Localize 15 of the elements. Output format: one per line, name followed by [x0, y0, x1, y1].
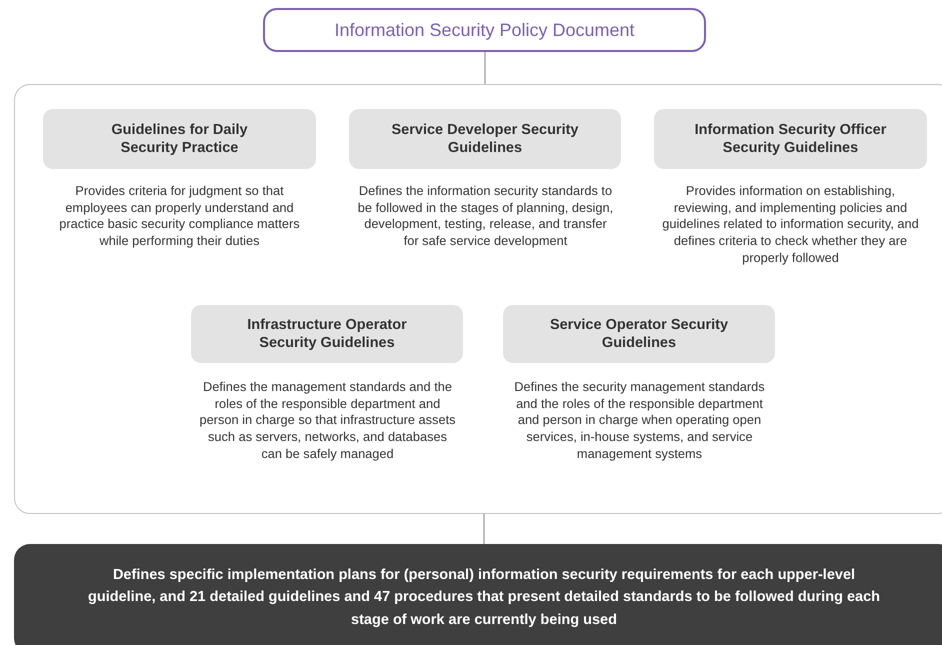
description-text: Defines the management standards and the roles of the responsible department and person in charge so that infrastructure assets such as servers, networks, and databases can be safely managed — [198, 379, 457, 462]
connector-line — [484, 52, 486, 84]
summary-box: Defines specific implementation plans for (personal) information security requirements for each upper-level guideline, and 21 detailed guidelines and 47 procedures that present detailed standards to be followed during each stage of work are currently being used — [14, 544, 942, 645]
guideline-box: Infrastructure Operator Security Guidelines — [191, 305, 463, 363]
guideline-box: Service Developer Security Guidelines — [349, 109, 621, 169]
description-text: Provides criteria for judgment so that employees can properly understand and practice basic security compliance matters while performing their duties — [58, 183, 301, 250]
description-text: Defines the security management standards and the roles of the responsible department and person in charge when operating open services, in-house systems, and service management systems — [513, 379, 766, 462]
description-text: Provides information on establishing, reviewing, and implementing policies and guidelines related to information security, and defines criteria to check whether they are properly followed — [661, 183, 920, 266]
description-text: Defines the information security standards to be followed in the stages of planning, design, development, testing, release, and transfer for safe service development — [356, 183, 614, 250]
guideline-box: Information Security Officer Security Guidelines — [654, 109, 927, 169]
title-box: Information Security Policy Document — [263, 8, 706, 52]
panel-background — [14, 84, 942, 514]
guideline-box: Service Operator Security Guidelines — [503, 305, 775, 363]
connector-line — [483, 514, 485, 544]
guideline-box: Guidelines for Daily Security Practice — [43, 109, 316, 169]
